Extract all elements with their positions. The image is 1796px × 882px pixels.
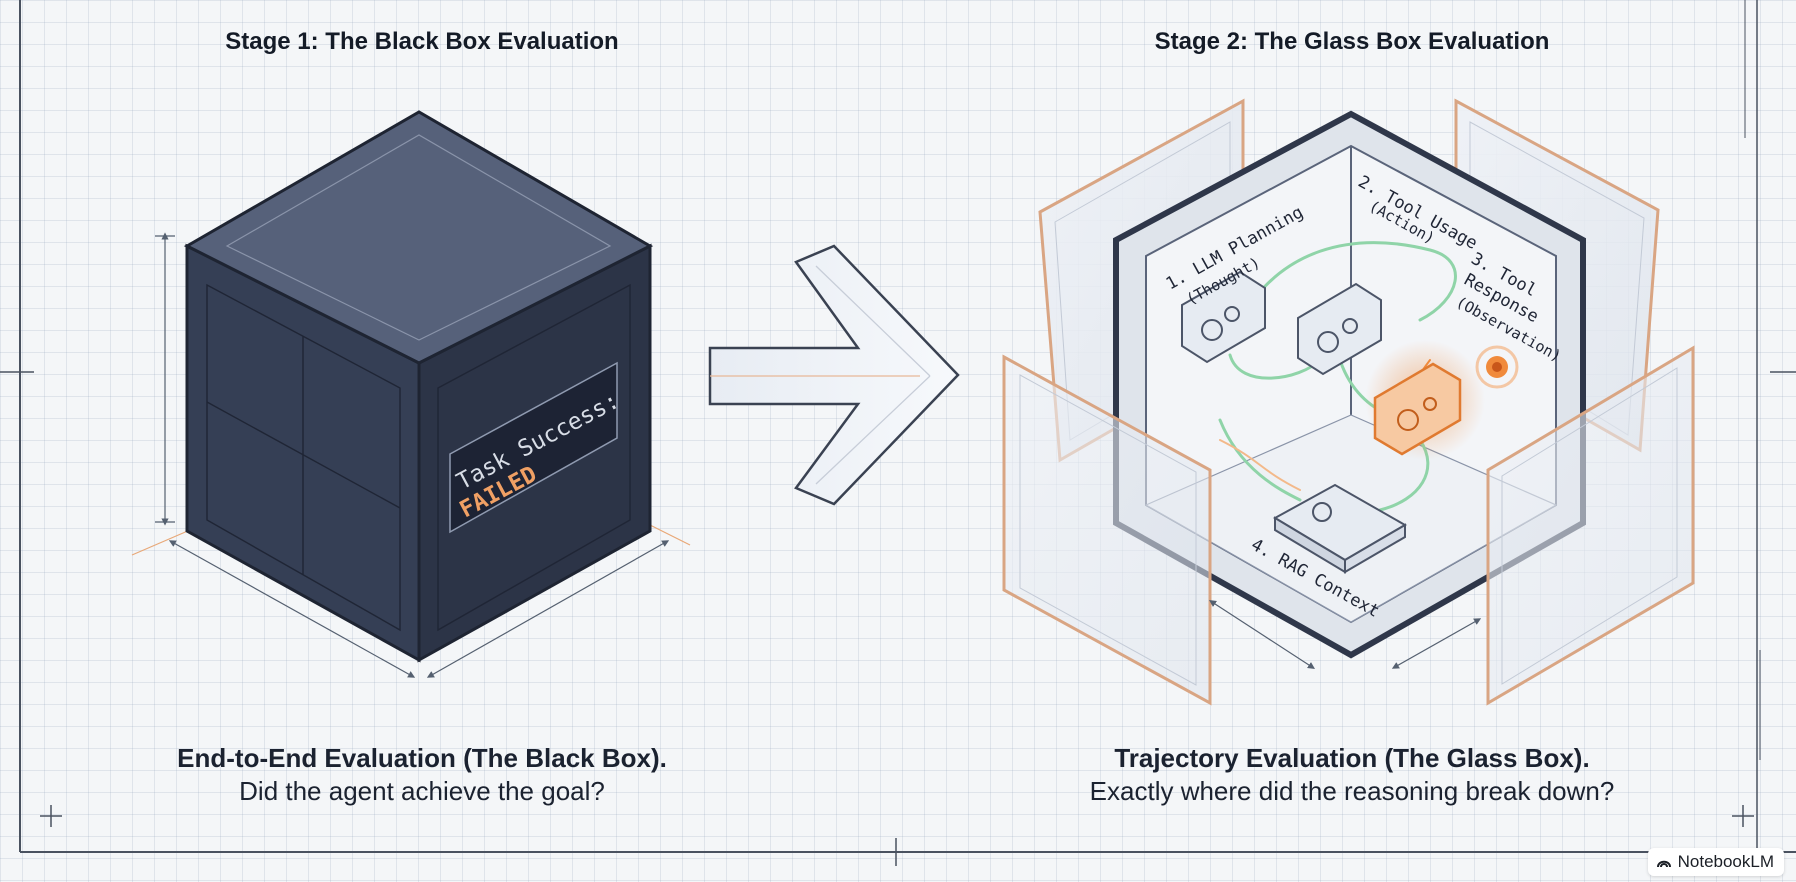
black-box-cube: Task Success: FAILED: [131, 110, 691, 678]
error-target-icon: [1475, 345, 1519, 389]
stage1-caption: End-to-End Evaluation (The Black Box). D…: [72, 742, 772, 808]
stage1-caption-title: End-to-End Evaluation (The Black Box).: [177, 743, 667, 773]
stage1-caption-subtitle: Did the agent achieve the goal?: [239, 776, 605, 806]
stage2-title: Stage 2: The Glass Box Evaluation: [1154, 28, 1550, 55]
rag-context-module: [1272, 483, 1407, 574]
tool-response-module: [1373, 362, 1462, 456]
stage2-caption-title: Trajectory Evaluation (The Glass Box).: [1114, 743, 1590, 773]
transition-arrow: [708, 244, 960, 506]
notebooklm-logo-icon: [1656, 860, 1671, 868]
stage2-caption-subtitle: Exactly where did the reasoning break do…: [1089, 776, 1615, 806]
notebooklm-watermark: NotebookLM: [1647, 848, 1784, 876]
stage2-caption: Trajectory Evaluation (The Glass Box). E…: [1002, 742, 1702, 808]
llm-planning-module: [1181, 270, 1266, 364]
tool-usage-module: [1297, 282, 1382, 376]
crosshair-icon: [40, 805, 1754, 827]
glass-box: 1. LLM Planning (Thought) 2. Tool Usage …: [1002, 98, 1695, 706]
watermark-text: NotebookLM: [1677, 852, 1774, 871]
stage1-title: Stage 1: The Black Box Evaluation: [225, 28, 619, 55]
